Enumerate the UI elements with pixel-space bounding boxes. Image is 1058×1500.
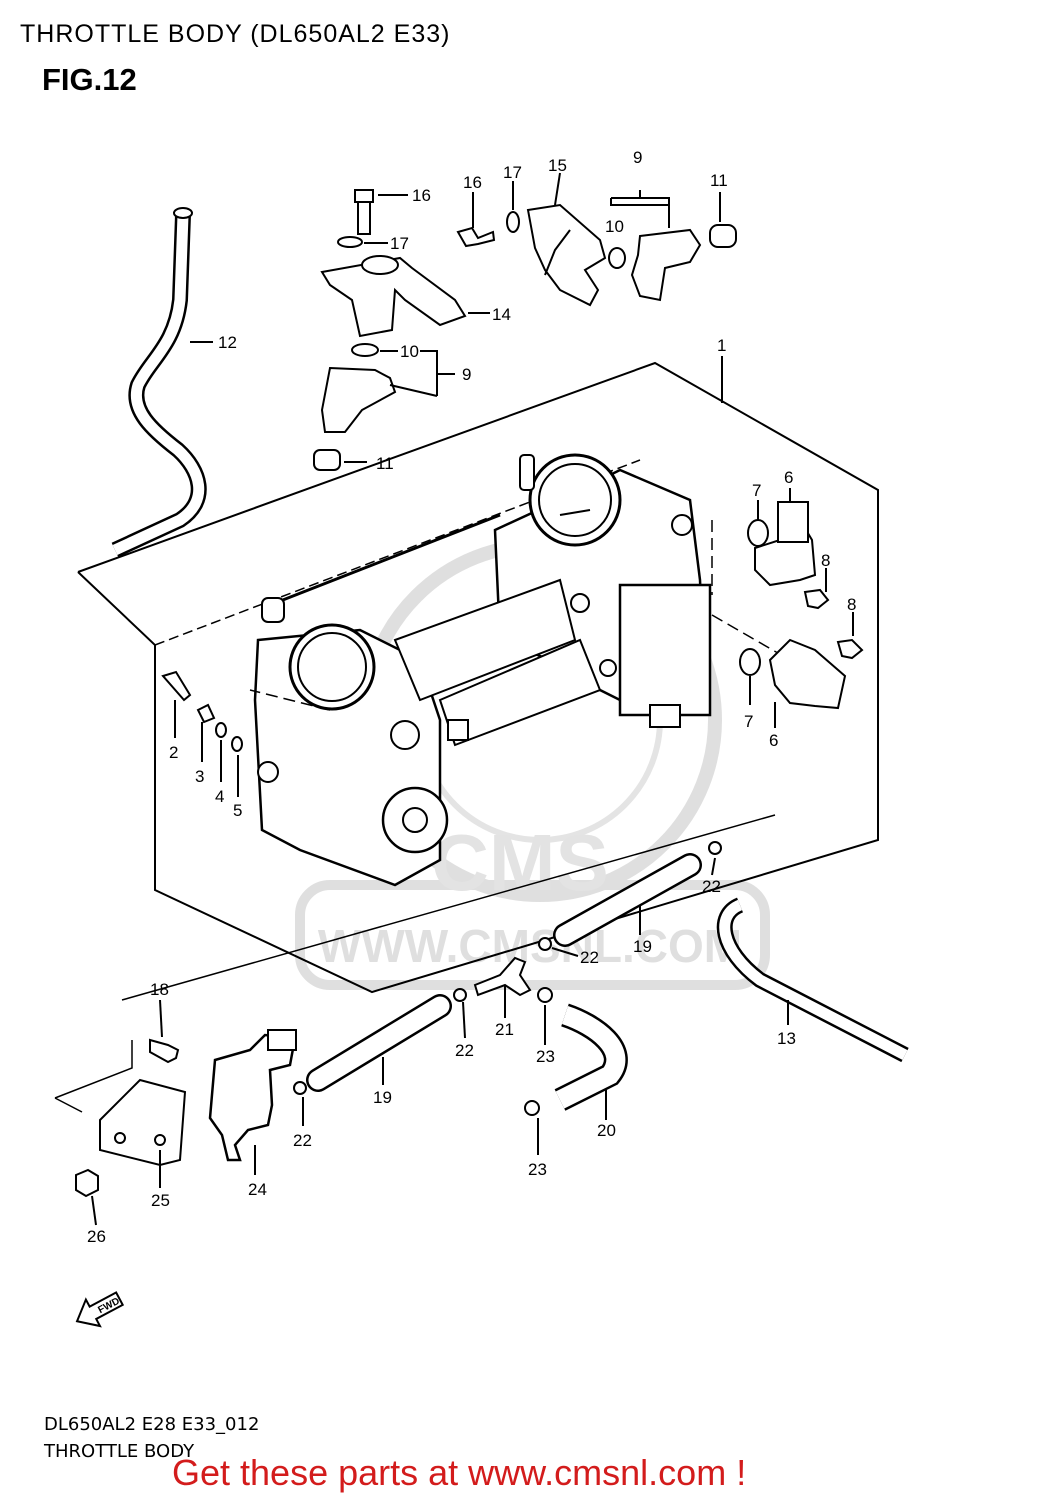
callout-22b: 22: [580, 948, 599, 967]
callout-23b: 23: [528, 1160, 547, 1179]
o-ring-7-top: [747, 519, 769, 547]
screw-8-bottom: [836, 638, 864, 660]
injector-9: [320, 366, 397, 433]
nut-26: [75, 1168, 99, 1198]
callout-19: 19: [633, 937, 652, 956]
spring-3: [196, 703, 216, 724]
page-title: THROTTLE BODY (DL650AL2 E33): [20, 20, 451, 48]
solenoid-valve-24: [208, 1033, 297, 1162]
callout-7b: 7: [744, 712, 753, 731]
callout-5: 5: [233, 801, 242, 820]
callout-11: 11: [710, 171, 728, 190]
cushion-11-right: [709, 224, 737, 248]
callout-17: 17: [390, 234, 409, 253]
callout-8: 8: [821, 551, 830, 570]
callout-12: 12: [218, 333, 237, 352]
callout-6: 6: [784, 468, 793, 487]
watermark-url: WWW.CMSNL.COM: [318, 920, 742, 972]
callout-4: 4: [215, 787, 224, 806]
callout-26: 26: [87, 1227, 106, 1246]
cushion-11: [313, 449, 341, 471]
clip-23-upper: [537, 987, 553, 1003]
clip-22-lower: [453, 988, 467, 1002]
callout-20: 20: [597, 1121, 616, 1140]
clip-23-lower: [524, 1100, 540, 1116]
washer-17: [337, 236, 363, 248]
promo-link[interactable]: Get these parts at www.cmsnl.com !: [172, 1452, 747, 1493]
throttle-bore-rear: [528, 453, 622, 547]
washer-17-right: [506, 211, 520, 233]
callout-25: 25: [151, 1191, 170, 1210]
callout-11b: 11: [376, 454, 394, 473]
callout-3: 3: [195, 767, 204, 786]
sensor-6-bottom: [768, 638, 847, 710]
bracket-outline: [54, 1040, 133, 1099]
bolt-18: [149, 1038, 180, 1064]
callout-2: 2: [169, 743, 178, 762]
callout-16: 16: [412, 186, 431, 205]
clip-22-mid: [538, 937, 552, 951]
callout-13: 13: [777, 1029, 796, 1048]
callout-22d: 22: [293, 1131, 312, 1150]
watermark-brand: CMS: [431, 818, 609, 907]
o-ring-7-bottom: [739, 648, 761, 676]
lower-leader: [154, 459, 641, 646]
callout-15: 15: [548, 156, 567, 175]
washer-4: [215, 722, 227, 738]
diagram-name: THROTTLE BODY: [44, 1441, 195, 1462]
callout-22c: 22: [455, 1041, 474, 1060]
callout-9: 9: [633, 148, 642, 167]
callout-16b: 16: [463, 173, 482, 192]
bolt-16-right: [456, 226, 496, 248]
fwd-arrow: FWD: [75, 1291, 125, 1328]
o-ring-10: [351, 343, 379, 357]
clip-22-left: [293, 1081, 307, 1095]
bolt-16: [354, 189, 374, 203]
figure-label: FIG.12: [42, 62, 137, 97]
screw-8-top: [803, 588, 830, 610]
linkage-plate: [393, 578, 577, 702]
delivery-pipe-14: [320, 256, 467, 338]
callout-23: 23: [536, 1047, 555, 1066]
o-ring-5: [231, 736, 243, 752]
assembly-outline: [77, 361, 879, 994]
callout-labels: 16 17 16 17 15 9 10 11 12 14 10 9 11 1 6…: [87, 148, 856, 1246]
sensor-unit: [618, 583, 712, 717]
callout-22: 22: [702, 877, 721, 896]
callout-7: 7: [752, 481, 761, 500]
callout-24: 24: [248, 1180, 267, 1199]
callout-1: 1: [717, 336, 726, 355]
callout-21: 21: [495, 1020, 514, 1039]
callout-10b: 10: [400, 342, 419, 361]
callout-10: 10: [605, 217, 624, 236]
callout-6b: 6: [769, 731, 778, 750]
bracket-25: [99, 1078, 187, 1167]
pipe-15: [526, 203, 607, 307]
injector-9-right: [630, 228, 702, 302]
o-ring-10-right: [608, 247, 626, 269]
clip-22-top: [708, 841, 722, 855]
screw-2: [161, 670, 192, 702]
callout-9b: 9: [462, 365, 471, 384]
callout-14: 14: [492, 305, 511, 324]
callout-17b: 17: [503, 163, 522, 182]
callout-8b: 8: [847, 595, 856, 614]
throttle-bore-front: [288, 623, 376, 711]
callout-19b: 19: [373, 1088, 392, 1107]
diagram-code: DL650AL2 E28 E33_012: [44, 1414, 260, 1435]
joint-21: [473, 956, 532, 997]
callout-18: 18: [150, 980, 169, 999]
